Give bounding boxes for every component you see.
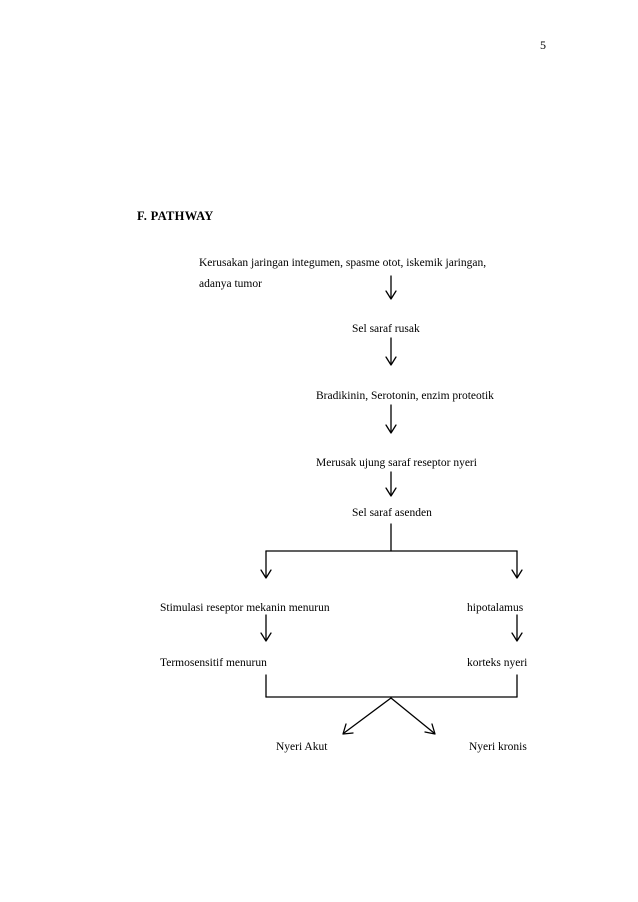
node-sel-saraf-asenden: Sel saraf asenden (352, 507, 432, 519)
down-arrow-icon (511, 550, 523, 579)
node-korteks-nyeri: korteks nyeri (467, 657, 528, 669)
cause-text-line-2: adanya tumor (199, 278, 262, 290)
node-stimulasi-reseptor: Stimulasi reseptor mekanin menurun (160, 602, 330, 614)
down-arrow-icon (260, 614, 272, 642)
node-mediators: Bradikinin, Serotonin, enzim proteotik (316, 390, 494, 402)
branch-merge-connector (265, 674, 518, 698)
down-arrow-icon (385, 471, 397, 497)
node-sel-saraf-rusak: Sel saraf rusak (352, 323, 420, 335)
down-arrow-icon (385, 404, 397, 434)
diagonal-arrow-left-icon (342, 697, 392, 735)
node-nyeri-kronis: Nyeri kronis (469, 741, 527, 753)
node-termosensitif: Termosensitif menurun (160, 657, 267, 669)
node-receptor-damage: Merusak ujung saraf reseptor nyeri (316, 457, 477, 469)
down-arrow-icon (385, 337, 397, 366)
down-arrow-icon (260, 550, 272, 579)
down-arrow-icon (511, 614, 523, 642)
branch-split-connector (265, 523, 518, 552)
diagonal-arrow-right-icon (390, 697, 436, 735)
section-heading: F. PATHWAY (137, 209, 214, 223)
node-nyeri-akut: Nyeri Akut (276, 741, 328, 753)
down-arrow-icon (385, 275, 397, 300)
node-hipotalamus: hipotalamus (467, 602, 524, 614)
page-number: 5 (540, 38, 546, 52)
cause-text-line-1: Kerusakan jaringan integumen, spasme oto… (199, 257, 487, 269)
